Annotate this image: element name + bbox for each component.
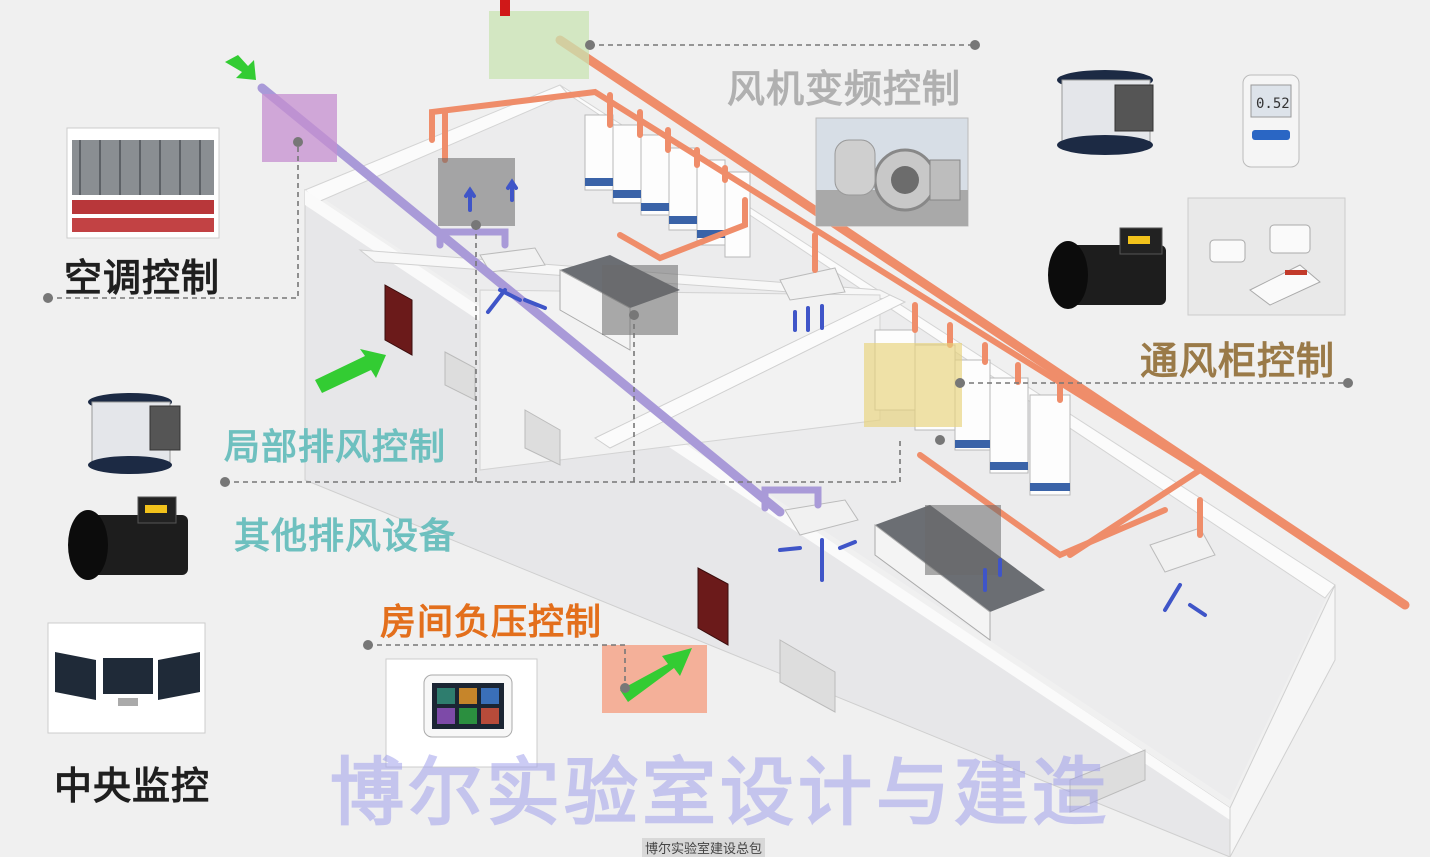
highlight-overlays (262, 11, 1001, 713)
damper-actuator-icon (68, 496, 188, 580)
leader-dots (43, 40, 1353, 693)
vav-valve-icon (1057, 70, 1154, 155)
leader-lines (48, 44, 1348, 688)
fume-hood-icon (584, 114, 1071, 496)
green-arrow-icon (225, 55, 692, 702)
local-exhaust-label: 局部排风控制 (224, 427, 447, 468)
negative-pressure-label: 房间负压控制 (380, 602, 603, 643)
touch-panel-icon (385, 658, 538, 768)
monitor-screens-icon (47, 622, 206, 734)
door-icon (384, 284, 729, 646)
pressure-monitor-icon: 0.52 (1242, 74, 1300, 168)
vav-valve-icon (88, 393, 181, 474)
exhaust-duct (429, 35, 1410, 610)
sensor-set-icon (1187, 197, 1346, 316)
ac-control-label: 空调控制 (64, 256, 221, 300)
watermark-text: 博尔实验室设计与建造 (330, 750, 1110, 836)
footer-caption: 博尔实验室建设总包 (642, 838, 766, 857)
hood-control-label: 通风柜控制 (1140, 339, 1336, 383)
industrial-fan-icon (815, 117, 969, 227)
airflow-arrow-icon (464, 178, 1207, 617)
central-monitoring-label: 中央监控 (54, 764, 211, 808)
red-indicator (500, 0, 510, 16)
svg-text:0.52: 0.52 (1256, 96, 1290, 112)
damper-actuator-icon (1048, 227, 1166, 309)
cooling-tower-icon (66, 127, 220, 239)
fan-vfd-control-label: 风机变频控制 (727, 67, 962, 111)
other-exhaust-label: 其他排风设备 (234, 516, 457, 557)
window-icon (444, 351, 1146, 813)
